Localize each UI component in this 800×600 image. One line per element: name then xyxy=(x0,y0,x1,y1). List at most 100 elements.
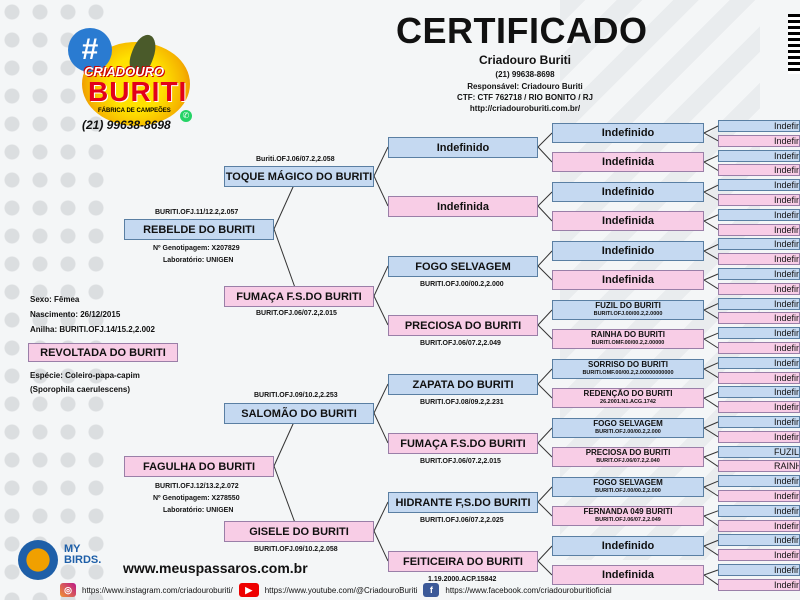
footer-site[interactable]: www.meuspassaros.com.br xyxy=(123,560,308,576)
gen2-ring-3: BURITI.OFJ.09/10.2,2.058 xyxy=(254,546,338,553)
gen5-box-30: Indefin xyxy=(718,564,800,576)
logo-phone: (21) 99638-8698 xyxy=(82,118,171,132)
mother-genotype: Nº Genotipagem: X278550 xyxy=(153,495,240,502)
gen4-box-2: Indefinido xyxy=(552,182,704,202)
link-g3-0-a xyxy=(537,132,553,148)
gen5-box-3: Indefin xyxy=(718,164,800,177)
gen3-box-7: FEITICEIRA DO BURITI xyxy=(388,551,538,572)
link-g4-15-a xyxy=(703,569,719,576)
gen3-box-4: ZAPATA DO BURITI xyxy=(388,374,538,395)
link-g3-0-b xyxy=(537,146,553,163)
gen5-box-17: Indefin xyxy=(718,371,800,384)
father-lab: Laboratório: UNIGEN xyxy=(163,257,234,264)
gen4-box-15: Indefinida xyxy=(552,565,704,585)
gen5-box-19: Indefin xyxy=(718,401,800,414)
gen4-name-13: FERNANDA 049 BURITI xyxy=(583,507,673,516)
breeder-phone: (21) 99638-8698 xyxy=(495,70,555,79)
gen3-box-6: HIDRANTE F,S.DO BURITI xyxy=(388,492,538,513)
link-g4-7-b xyxy=(703,338,719,349)
gen5-box-29: Indefin xyxy=(718,549,800,562)
bird-sex: Sexo: Fêmea xyxy=(30,295,80,304)
gen4-name-12: FOGO SELVAGEM xyxy=(593,478,663,487)
link-g4-12-a xyxy=(703,480,719,488)
gen4-ring-7: BURITI.OMF.00/00.2,2.00000 xyxy=(591,340,665,346)
link-g3-6-a xyxy=(537,486,553,503)
youtube-link[interactable]: https://www.youtube.com/@CriadouroBuriti xyxy=(264,585,418,595)
link-g4-1-b xyxy=(703,161,719,171)
link-g3-2-b xyxy=(537,265,553,281)
link-g2-2-a xyxy=(373,383,389,414)
gen4-box-8: SORRISO DO BURITI BURITI.OMF.00/00.2,2.0… xyxy=(552,359,704,379)
gen5-box-13: Indefin xyxy=(718,312,800,325)
link-g4-3-a xyxy=(703,214,719,222)
facebook-link[interactable]: https://www.facebook.com/criadouroburiti… xyxy=(445,585,612,595)
youtube-icon: ▶ xyxy=(238,583,259,597)
gen4-ring-12: BURITI.OFJ.00/00.2,2.000 xyxy=(595,488,661,494)
link-g4-6-a xyxy=(703,303,719,311)
link-g2-0-a xyxy=(373,146,389,177)
gen4-name-8: SORRISO DO BURITI xyxy=(587,360,668,369)
gen5-box-23: RAINHA DO xyxy=(718,460,800,473)
gen3-ring-7: 1.19.2000.ACP.15842 xyxy=(428,576,497,583)
gen4-ring-11: BURIT.OFJ.06/07.2,2.040 xyxy=(596,458,660,464)
gen4-box-3: Indefinida xyxy=(552,211,704,231)
link-g4-9-a xyxy=(703,391,719,399)
link-g2-0-b xyxy=(373,175,389,207)
gen3-ring-4: BURITI.OFJ.08/09.2,2.231 xyxy=(420,399,504,406)
mother-lab: Laboratório: UNIGEN xyxy=(163,507,234,514)
link-g3-1-a xyxy=(537,191,553,207)
link-g4-5-b xyxy=(703,279,719,290)
link-g4-13-b xyxy=(703,515,719,527)
breeder-url[interactable]: http://criadouroburiti.com.br/ xyxy=(469,104,581,113)
link-g3-2-a xyxy=(537,250,553,267)
gen4-box-1: Indefinida xyxy=(552,152,704,172)
breeder-ctf: CTF: CTF 762718 / RIO BONITO / RJ xyxy=(457,93,593,102)
gen2-box-2: SALOMÃO DO BURITI xyxy=(224,403,374,424)
link-g4-12-b xyxy=(703,486,719,497)
link-g4-13-a xyxy=(703,510,719,517)
link-g3-7-a xyxy=(537,545,553,562)
link-g3-6-b xyxy=(537,501,553,517)
gen3-ring-5: BURIT.OFJ.06/07.2,2.015 xyxy=(420,458,501,465)
instagram-link[interactable]: https://www.instagram.com/criadouroburit… xyxy=(82,585,233,595)
link-g4-4-b xyxy=(703,250,719,260)
link-g3-3-a xyxy=(537,309,553,326)
link-g4-1-a xyxy=(703,155,719,163)
gen4-box-11: PRECIOSA DO BURITI BURIT.OFJ.06/07.2,2.0… xyxy=(552,447,704,467)
breeder-name: Criadouro Buriti xyxy=(479,53,571,67)
subject-bird-name: REVOLTADA DO BURITI xyxy=(28,343,178,362)
facebook-icon: f xyxy=(423,583,440,597)
gen5-box-7: Indefin xyxy=(718,223,800,236)
link-g3-1-b xyxy=(537,205,553,222)
link-g4-2-a xyxy=(703,184,719,193)
link-g3-7-b xyxy=(537,560,553,576)
gen4-box-6: FUZIL DO BURITI BURITI.OFJ.00/00.2,2.000… xyxy=(552,300,704,320)
gen5-box-31: Indefin xyxy=(718,578,800,591)
gen2-ring-2: BURITI.OFJ.09/10.2,2.253 xyxy=(254,392,338,399)
link-g4-11-b xyxy=(703,456,719,467)
father-genotype: Nº Genotipagem: X207829 xyxy=(153,245,240,252)
mother-ring: BURITI.OFJ.12/13.2,2.072 xyxy=(155,483,239,490)
gen5-box-8: Indefin xyxy=(718,238,800,251)
bird-species: Espécie: Coleiro-papa-capim xyxy=(30,371,140,380)
gen5-box-6: Indefin xyxy=(718,208,800,221)
instagram-icon: ◎ xyxy=(60,583,76,597)
gen5-box-11: Indefin xyxy=(718,282,800,295)
mybirds-logo: MY BIRDS. xyxy=(18,540,118,588)
gen4-box-12: FOGO SELVAGEM BURITI.OFJ.00/00.2,2.000 xyxy=(552,477,704,497)
gen4-ring-10: BURITI.OFJ.00/00.2,2.000 xyxy=(595,429,661,435)
link-g3-4-b xyxy=(537,383,553,399)
social-links: ◎ https://www.instagram.com/criadourobur… xyxy=(60,583,612,597)
gen3-box-0: Indefinido xyxy=(388,137,538,158)
gen5-box-18: Indefin xyxy=(718,386,800,399)
gen4-name-6: FUZIL DO BURITI xyxy=(595,301,661,310)
link-father-dam xyxy=(273,228,299,297)
whatsapp-icon: ✆ xyxy=(180,110,192,122)
gen4-box-7: RAINHA DO BURITI BURITI.OMF.00/00.2,2.00… xyxy=(552,329,704,349)
gen2-box-3: GISELE DO BURITI xyxy=(224,521,374,542)
gen2-ring-1: BURIT.OFJ.06/07.2,2.015 xyxy=(256,310,337,317)
link-g4-14-b xyxy=(703,545,719,556)
gen4-name-10: FOGO SELVAGEM xyxy=(593,419,663,428)
link-g2-1-a xyxy=(373,265,389,297)
link-g4-5-a xyxy=(703,273,719,281)
